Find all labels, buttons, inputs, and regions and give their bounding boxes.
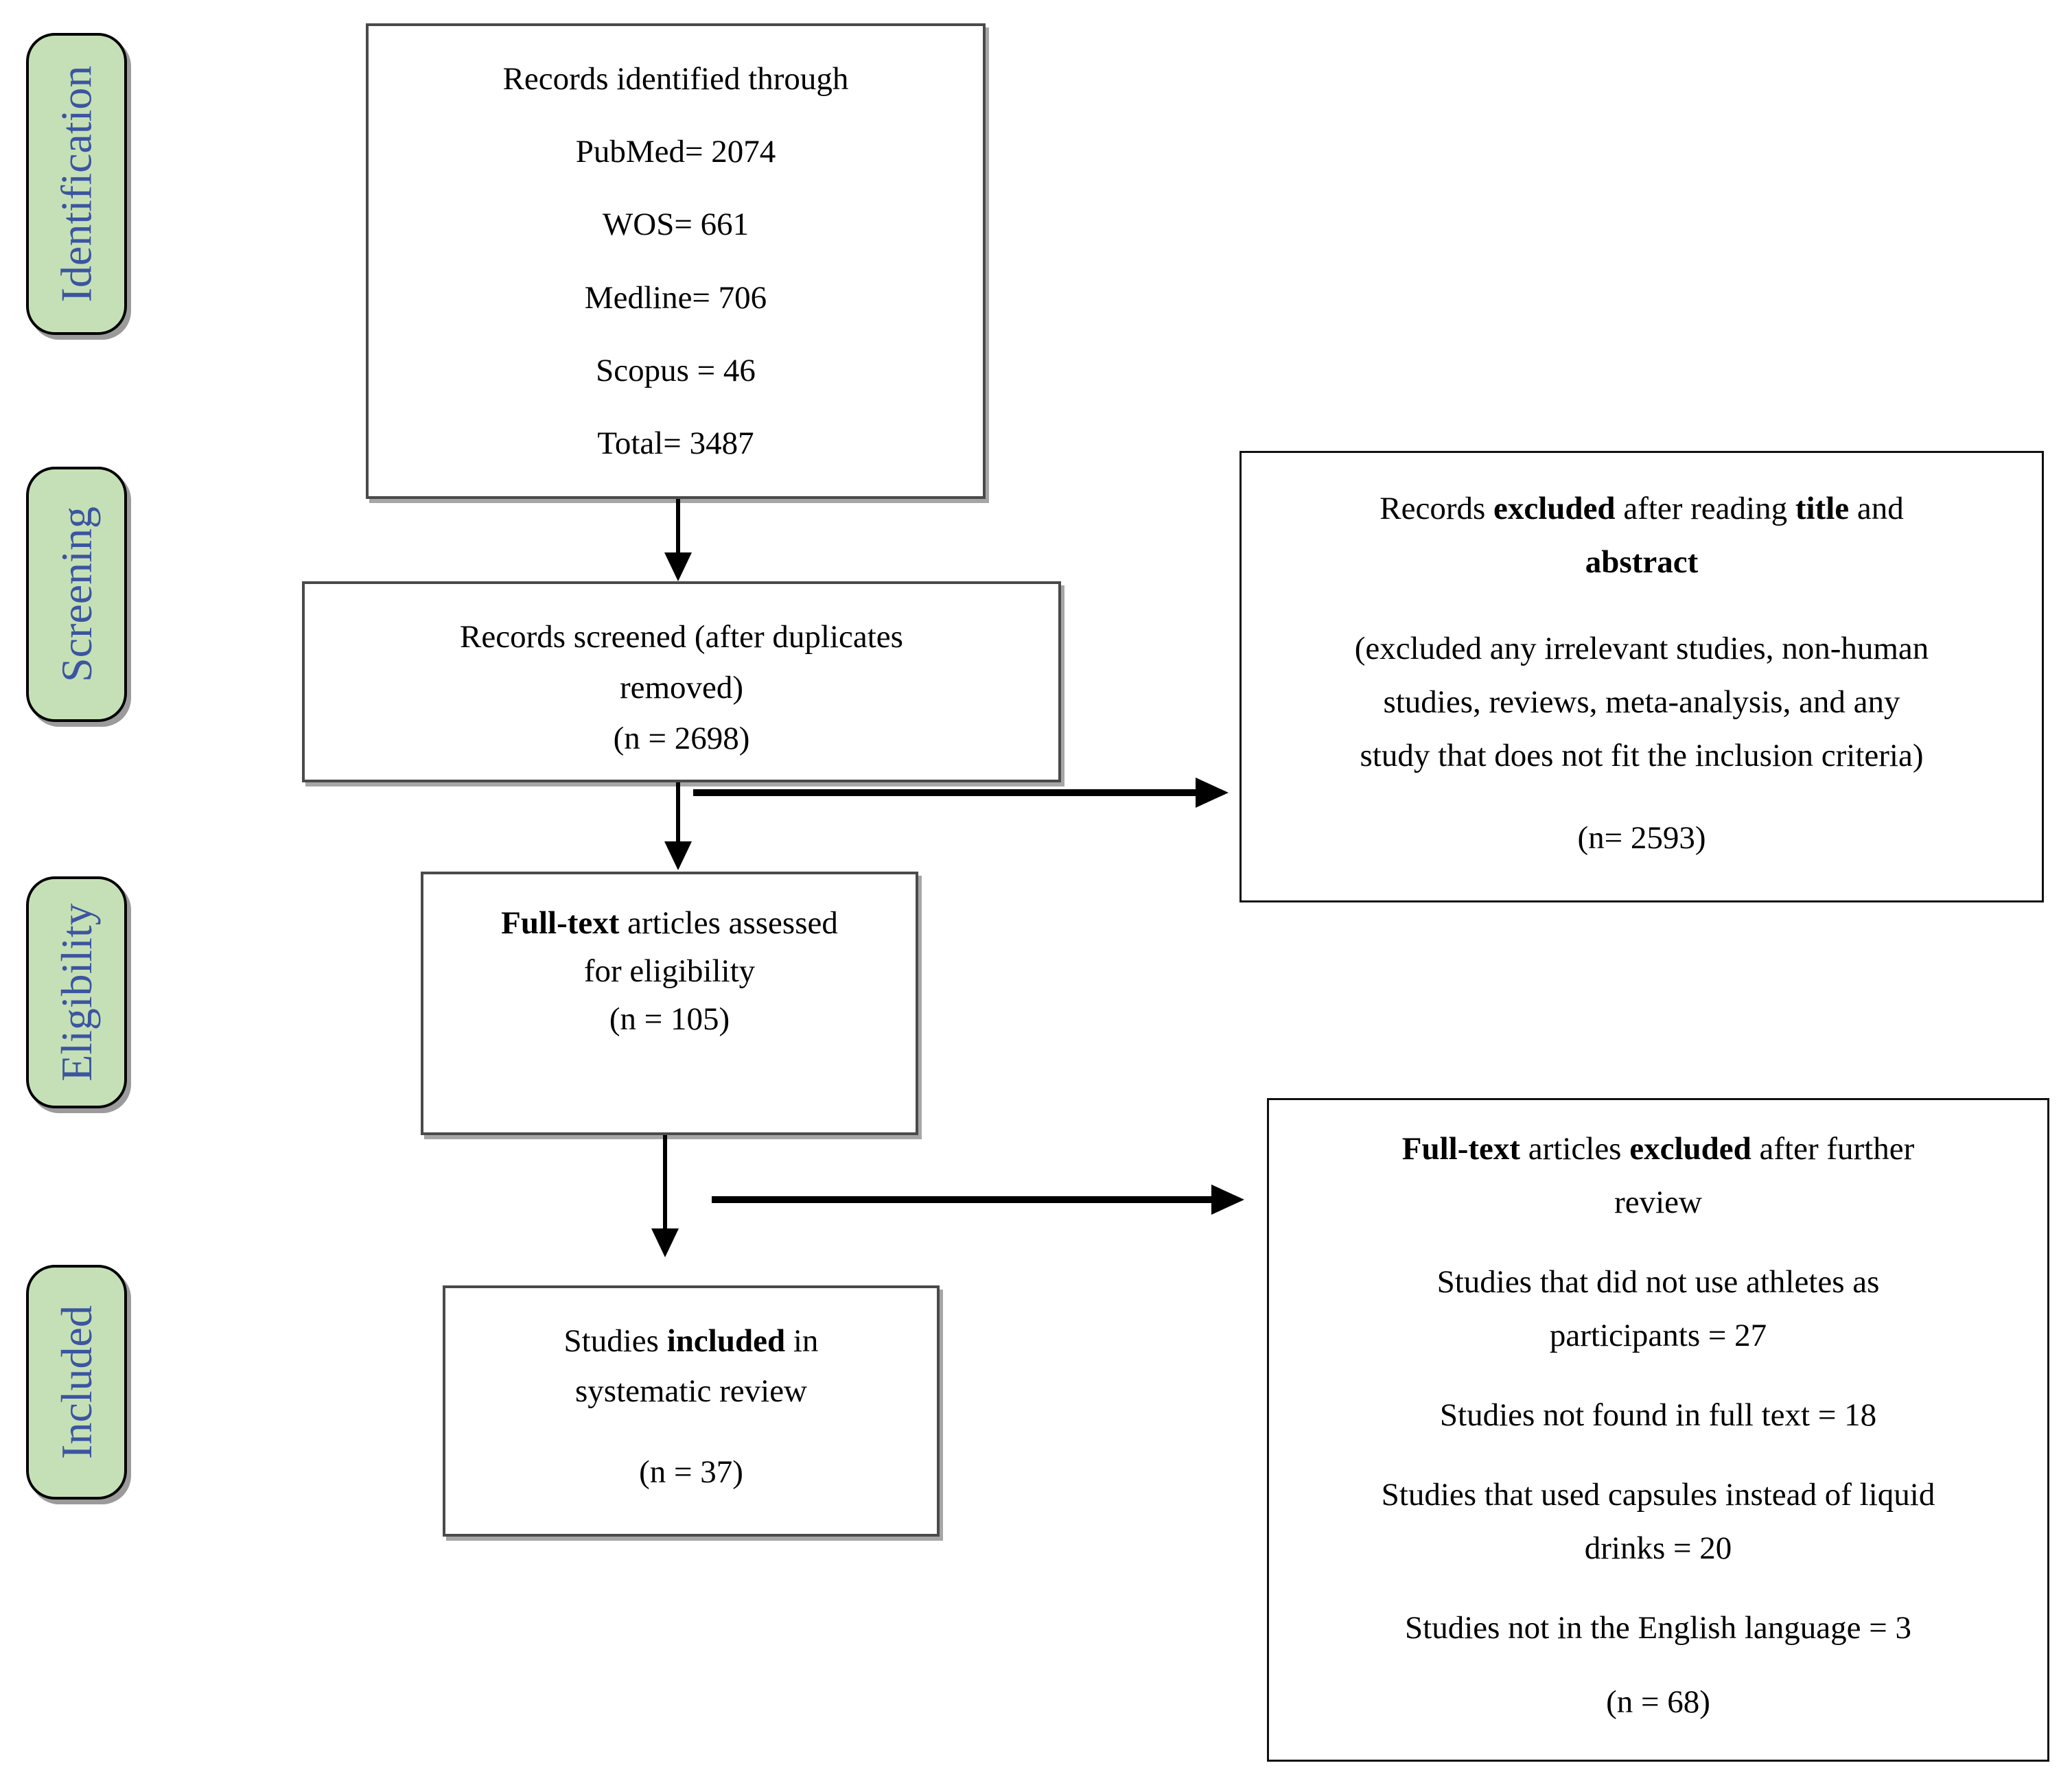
arrow-fulltext-to-included-head — [651, 1228, 679, 1257]
arrow-fulltext-to-included-stem — [663, 1135, 667, 1228]
arrow-fulltext-to-excluded-stem — [712, 1196, 1211, 1203]
arrow-screened-to-excluded-stem — [693, 789, 1196, 796]
stage-label-screening-text: Screening — [51, 506, 101, 682]
box-excluded-fulltext-count: (n = 68) — [1606, 1684, 1710, 1720]
arrow-screened-to-excluded-head — [1196, 778, 1229, 808]
arrow-screened-to-fulltext-head — [664, 841, 692, 870]
arrow-fulltext-to-excluded-head — [1211, 1185, 1244, 1215]
arrow-identified-to-screened-head — [664, 552, 692, 581]
stage-label-included-text: Included — [51, 1305, 101, 1459]
stage-label-identification-text: Identification — [51, 65, 101, 303]
box-excluded-title-abstract: Records excluded after reading title and… — [1239, 451, 2044, 902]
box-excluded-title-abstract-count: (n= 2593) — [1577, 820, 1706, 856]
stage-label-eligibility-text: Eligibility — [51, 903, 101, 1082]
arrow-screened-to-fulltext-stem — [676, 782, 680, 841]
stage-label-identification: Identification — [26, 33, 127, 335]
box-excluded-title-abstract-body: (excluded any irrelevant studies, non-hu… — [1354, 631, 1929, 773]
stage-label-included: Included — [26, 1265, 127, 1500]
stage-label-eligibility: Eligibility — [26, 876, 127, 1108]
box-excluded-title-abstract-title: Records excluded after reading title and… — [1380, 491, 1904, 580]
stage-label-screening: Screening — [26, 467, 127, 722]
box-studies-included-count: (n = 37) — [639, 1454, 743, 1490]
box-excluded-fulltext-title: Full-text articles excluded after furthe… — [1401, 1131, 1915, 1220]
arrow-identified-to-screened-stem — [676, 499, 680, 554]
box-excluded-fulltext: Full-text articles excluded after furthe… — [1267, 1098, 2049, 1762]
